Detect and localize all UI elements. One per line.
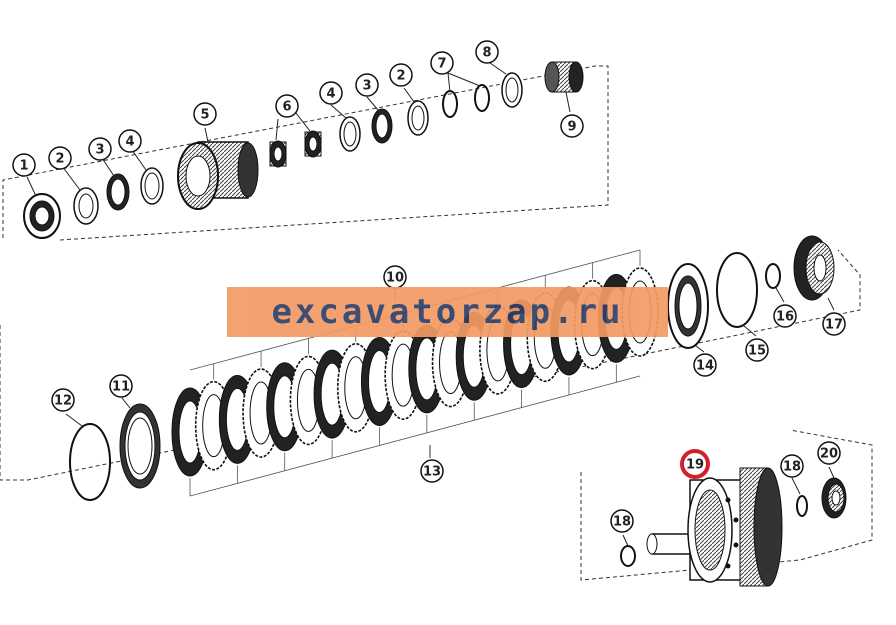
callout-number: 7: [437, 57, 446, 72]
callout-number: 5: [200, 108, 209, 123]
callout-2: 2: [389, 63, 413, 87]
ring-part-3b: [371, 108, 393, 144]
bracket-rail-bottom: [189, 375, 641, 497]
callout-number: 6: [282, 100, 291, 115]
washer-part-4a: [140, 167, 164, 205]
callout-number: 3: [362, 79, 371, 94]
callout-8: 8: [475, 40, 499, 64]
callout-number: 4: [125, 135, 134, 150]
callout-number: 13: [423, 465, 441, 480]
callout-number: 16: [776, 310, 794, 325]
callout-13: 13: [420, 459, 444, 483]
callout-7: 7: [430, 51, 454, 75]
o-ring-part-16: [765, 263, 781, 289]
lower-group-parts: [620, 467, 847, 587]
callout-18: 18: [610, 509, 634, 533]
callout-number: 15: [748, 344, 766, 359]
callout-16: 16: [773, 304, 797, 328]
spring-part-9: [544, 61, 584, 93]
callout-number: 18: [783, 460, 801, 475]
bearing-part-1: [23, 193, 61, 239]
callout-number: 18: [613, 515, 631, 530]
callout-12: 12: [51, 388, 75, 412]
washer-part-8: [501, 72, 523, 108]
watermark-text: excavatorzap.ru: [271, 292, 624, 332]
seal-ring-part-12: [69, 423, 111, 501]
callout-number: 11: [112, 380, 130, 395]
washer-part-2b: [407, 100, 429, 136]
callout-4: 4: [319, 81, 343, 105]
group-outlines: [0, 65, 873, 581]
callout-number: 8: [482, 46, 491, 61]
callout-number: 1: [19, 159, 28, 174]
middle-right-parts: [69, 235, 835, 501]
callout-14: 14: [693, 353, 717, 377]
o-ring-part-18b: [796, 495, 808, 517]
callout-9: 9: [560, 114, 584, 138]
ring-part-3a: [106, 173, 130, 211]
callout-2: 2: [48, 146, 72, 170]
callout-19: 19: [680, 449, 710, 479]
callout-number: 14: [696, 359, 714, 374]
snap-ring-part-7a: [442, 90, 458, 118]
middle-group-outline: [0, 249, 861, 481]
piston-part-14: [667, 263, 709, 349]
callout-3: 3: [88, 137, 112, 161]
watermark-band: excavatorzap.ru: [227, 287, 668, 337]
washer-part-4b: [339, 116, 361, 152]
gear-part-5: [177, 141, 259, 210]
callout-5: 5: [193, 102, 217, 126]
callout-11: 11: [109, 374, 133, 398]
bearing-part-20: [821, 477, 847, 519]
callout-10: 10: [383, 265, 407, 289]
callout-number: 17: [825, 318, 843, 333]
snap-ring-part-7b: [474, 84, 490, 112]
seal-ring-part-15: [716, 252, 758, 328]
needle-bearing-part-6a: [269, 140, 287, 168]
callout-number: 2: [55, 152, 64, 167]
callout-number: 9: [567, 120, 576, 135]
o-ring-part-18a: [620, 545, 636, 567]
callout-number: 20: [820, 447, 838, 462]
drum-gear-part-19: [646, 467, 783, 587]
callout-number: 19: [686, 458, 704, 473]
callout-20: 20: [817, 441, 841, 465]
callout-number: 2: [396, 69, 405, 84]
callout-3: 3: [355, 73, 379, 97]
callout-number: 12: [54, 394, 72, 409]
needle-bearing-part-6b: [304, 130, 322, 158]
plate-part-11: [119, 403, 161, 489]
callout-18: 18: [780, 454, 804, 478]
upper-group-outline: [2, 65, 609, 241]
callout-number: 3: [95, 143, 104, 158]
bearing-part-17: [793, 235, 835, 301]
callout-15: 15: [745, 338, 769, 362]
callout-number: 10: [386, 271, 404, 286]
callout-4: 4: [118, 129, 142, 153]
callout-17: 17: [822, 312, 846, 336]
callout-6: 6: [275, 94, 299, 118]
washer-part-2a: [73, 187, 99, 225]
upper-shaft-parts: [23, 61, 584, 239]
callout-1: 1: [12, 153, 36, 177]
lower-group-outline: [580, 429, 873, 581]
callout-number: 4: [326, 87, 335, 102]
